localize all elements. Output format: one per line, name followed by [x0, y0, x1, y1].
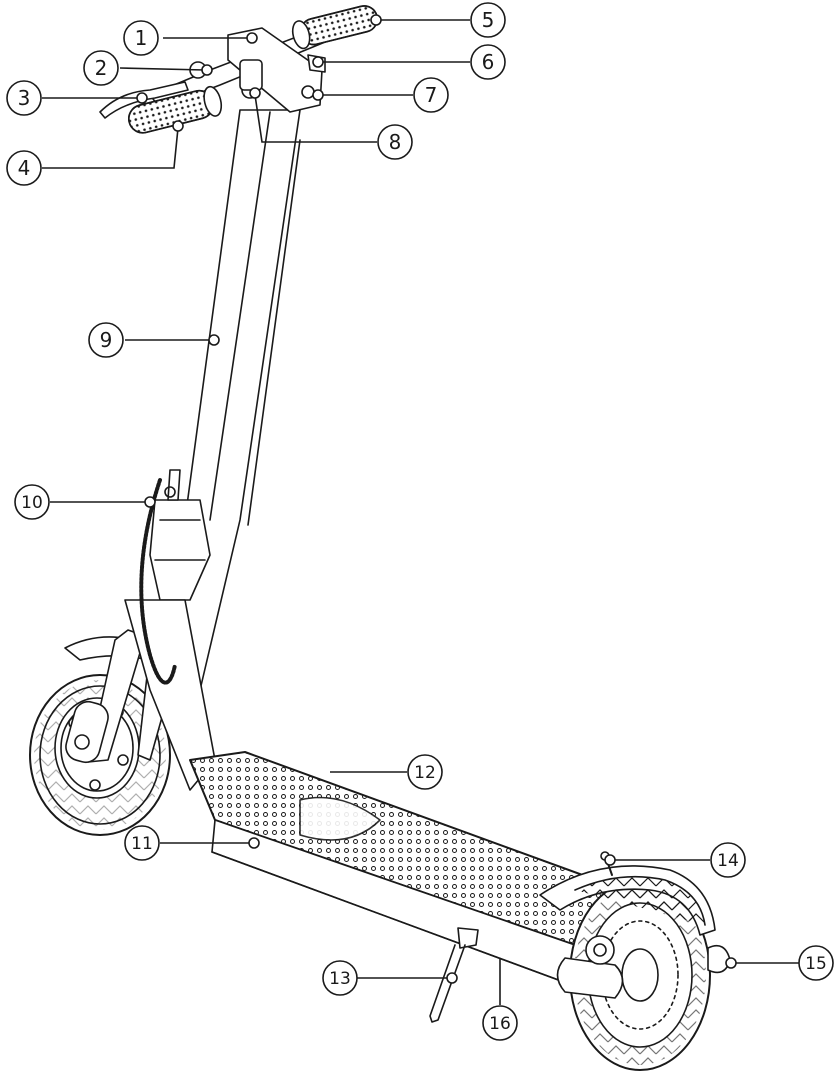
callout-14: 14 — [711, 843, 745, 877]
scooter-illustration — [30, 2, 730, 1070]
callout-15: 15 — [799, 946, 833, 980]
callout-5: 5 — [471, 3, 505, 37]
svg-text:5: 5 — [482, 8, 495, 32]
callout-16: 16 — [483, 1006, 517, 1040]
callout-1: 1 — [124, 21, 158, 55]
callout-9: 9 — [89, 323, 123, 357]
svg-text:2: 2 — [95, 56, 108, 80]
callout-6: 6 — [471, 45, 505, 79]
callout-7: 7 — [414, 78, 448, 112]
svg-text:13: 13 — [329, 969, 351, 989]
svg-text:14: 14 — [717, 851, 739, 871]
callout-2: 2 — [84, 51, 118, 85]
svg-text:15: 15 — [805, 954, 827, 974]
svg-text:9: 9 — [100, 328, 113, 352]
svg-text:10: 10 — [21, 493, 43, 513]
callout-10: 10 — [15, 485, 49, 519]
callout-11: 11 — [125, 826, 159, 860]
steering-stem — [170, 110, 300, 690]
callout-13: 13 — [323, 961, 357, 995]
svg-text:12: 12 — [414, 763, 436, 783]
right-grip — [290, 2, 380, 50]
callout-3: 3 — [7, 81, 41, 115]
svg-text:4: 4 — [18, 156, 31, 180]
svg-text:16: 16 — [489, 1014, 511, 1034]
rear-light — [708, 946, 730, 973]
deck — [190, 752, 610, 985]
svg-text:7: 7 — [425, 83, 438, 107]
svg-text:3: 3 — [18, 86, 31, 110]
callout-8: 8 — [378, 125, 412, 159]
callout-12: 12 — [408, 755, 442, 789]
rear-disc-brake — [586, 936, 614, 964]
svg-text:11: 11 — [131, 834, 153, 854]
rear-motor-cover — [558, 958, 623, 998]
svg-text:1: 1 — [135, 26, 148, 50]
callout-4: 4 — [7, 151, 41, 185]
svg-text:8: 8 — [389, 130, 402, 154]
svg-text:6: 6 — [482, 50, 495, 74]
